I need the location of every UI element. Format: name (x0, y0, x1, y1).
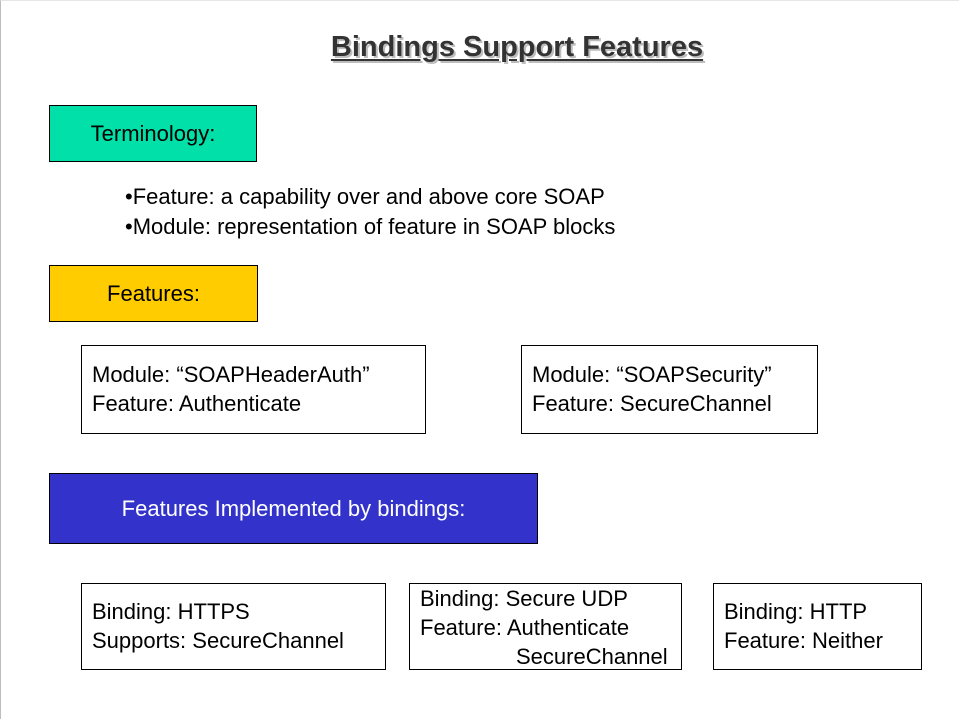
binding-name: Binding: Secure UDP (420, 586, 628, 611)
binding-feature-continued: SecureChannel (516, 644, 668, 669)
module-box-soapheaderauth: Module: “SOAPHeaderAuth” Feature: Authen… (81, 345, 426, 434)
binding-box-secure-udp: Binding: Secure UDP Feature: Authenticat… (409, 583, 682, 670)
binding-box-http: Binding: HTTP Feature: Neither (713, 583, 922, 670)
binding-feature: Supports: SecureChannel (92, 628, 344, 653)
binding-feature: Feature: Authenticate (420, 615, 630, 640)
implemented-label-box: Features Implemented by bindings: (49, 473, 538, 544)
binding-name: Binding: HTTP (724, 599, 868, 624)
terminology-bullet-list: •Feature: a capability over and above co… (125, 182, 615, 242)
binding-box-https: Binding: HTTPS Supports: SecureChannel (81, 583, 386, 670)
module-feature: Feature: SecureChannel (532, 391, 772, 416)
module-name: Module: “SOAPHeaderAuth” (92, 362, 370, 387)
terminology-label-box: Terminology: (49, 105, 257, 162)
features-label-box: Features: (49, 265, 258, 322)
binding-name: Binding: HTTPS (92, 599, 250, 624)
module-box-soapsecurity: Module: “SOAPSecurity” Feature: SecureCh… (521, 345, 818, 434)
implemented-label: Features Implemented by bindings: (121, 496, 466, 521)
binding-feature: Feature: Neither (724, 628, 883, 653)
terminology-label: Terminology: (90, 121, 216, 146)
module-feature: Feature: Authenticate (92, 391, 302, 416)
features-label: Features: (107, 281, 200, 306)
module-name: Module: “SOAPSecurity” (532, 362, 772, 387)
slide-title: Bindings Support Features (330, 31, 704, 63)
bullet-feature-definition: •Feature: a capability over and above co… (125, 184, 605, 209)
bullet-module-definition: •Module: representation of feature in SO… (125, 214, 616, 239)
